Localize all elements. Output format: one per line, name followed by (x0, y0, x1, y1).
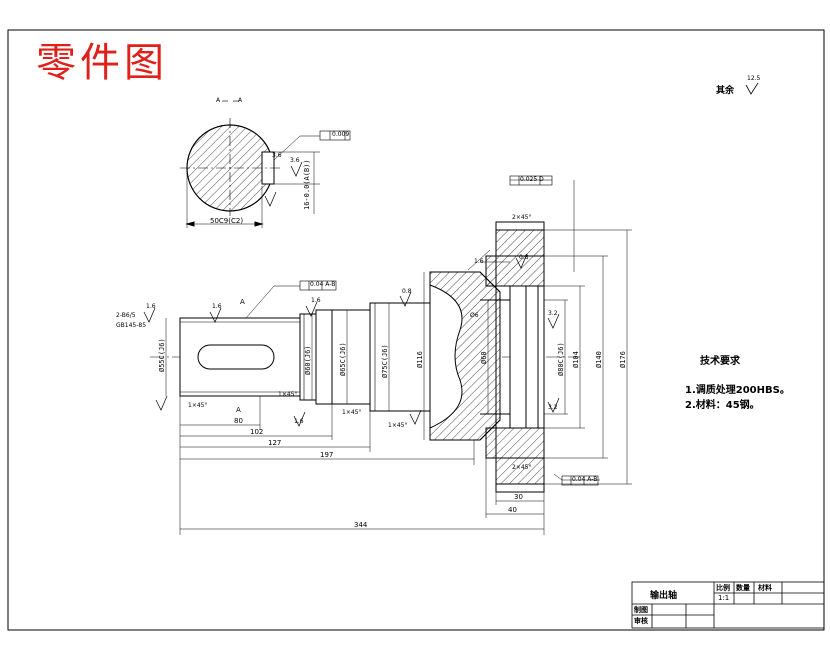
main-view (143, 175, 825, 629)
section-width-dim: 50C9(C2) (210, 217, 244, 225)
roughness-9: 1.6 (294, 418, 304, 425)
feature-label: Ø6 (470, 312, 479, 319)
thread-note: 2-B6/5 (116, 312, 136, 319)
section-mark-bottom: A (236, 406, 241, 414)
section-mark-top: A (240, 298, 245, 306)
dia-140: Ø140 (595, 351, 603, 368)
dim-197: 197 (320, 451, 334, 459)
chamfer-4: 1×45° (388, 422, 408, 429)
tolerance-frame-1: 0.04 A-B (310, 281, 336, 288)
roughness-6: 1.6 (474, 258, 484, 265)
dia-55: Ø55C(J6) (158, 338, 166, 372)
title-scale-value: 1:1 (718, 594, 730, 602)
requirements-heading: 技术要求 (700, 356, 740, 367)
title-col-scale: 比例 (716, 584, 730, 592)
roughness-7: 3.2 (548, 310, 558, 317)
dim-127: 127 (268, 439, 282, 447)
dim-344: 344 (354, 521, 368, 529)
drawing-frame (7, 29, 825, 631)
dia-60: Ø60(J6) (304, 345, 312, 375)
chamfer-5: 2×45° (512, 214, 532, 221)
roughness-4: 0.8 (402, 288, 412, 295)
dia-80: Ø80C(J6) (557, 342, 565, 376)
section-label-right: A (238, 97, 243, 104)
section-roughness-small: 3.6 (272, 152, 282, 159)
roughness-8: 3.2 (548, 404, 558, 411)
dim-80: 80 (234, 417, 243, 425)
dia-60-bore: Ø60 (480, 351, 488, 364)
dim-40: 40 (508, 506, 517, 514)
section-tol-box: 0.009 (332, 131, 350, 138)
chamfer-6: 2×45° (512, 464, 532, 471)
title-row-checked: 审核 (634, 617, 648, 625)
page-title: 零件图 (36, 40, 168, 86)
requirement-item-2: 2.材料：45钢。 (685, 400, 760, 411)
roughness-icon (745, 83, 759, 95)
thread-note-2: GB145-85 (116, 322, 147, 329)
section-view (180, 100, 351, 228)
dim-102: 102 (250, 428, 264, 436)
section-roughness: 3.6 (290, 157, 300, 164)
roughness-2: 1.6 (212, 303, 222, 310)
roughness-other-value: 12.5 (747, 75, 761, 82)
section-label-left: A (216, 97, 221, 104)
chamfer-2: 1×45° (278, 391, 298, 398)
section-depth-dim: 16-0.0(A(B)) (303, 159, 311, 210)
roughness-3: 1.6 (311, 297, 321, 304)
part-name: 输出轴 (650, 591, 678, 601)
tolerance-frame-3: 0.025 D (520, 176, 544, 183)
roughness-5: 0.8 (519, 254, 529, 261)
roughness-other-label: 其余 (716, 86, 735, 96)
title-row-drawn: 制图 (634, 606, 648, 614)
title-col-material: 材料 (758, 584, 772, 592)
requirement-item-1: 1.调质处理200HBS。 (685, 385, 790, 396)
dia-176: Ø176 (619, 351, 627, 368)
title-col-qty: 数量 (736, 584, 750, 592)
chamfer-1: 1×45° (188, 402, 208, 409)
dim-30: 30 (514, 493, 523, 501)
dia-116: Ø116 (416, 351, 424, 368)
dia-75: Ø75C(J6) (381, 344, 389, 378)
chamfer-3: 1×45° (342, 409, 362, 416)
dia-104: Ø104 (572, 351, 580, 368)
tolerance-frame-2: 0.04 A-B (572, 476, 598, 483)
dia-65: Ø65C(J6) (339, 342, 347, 376)
roughness-1: 1.6 (146, 303, 156, 310)
